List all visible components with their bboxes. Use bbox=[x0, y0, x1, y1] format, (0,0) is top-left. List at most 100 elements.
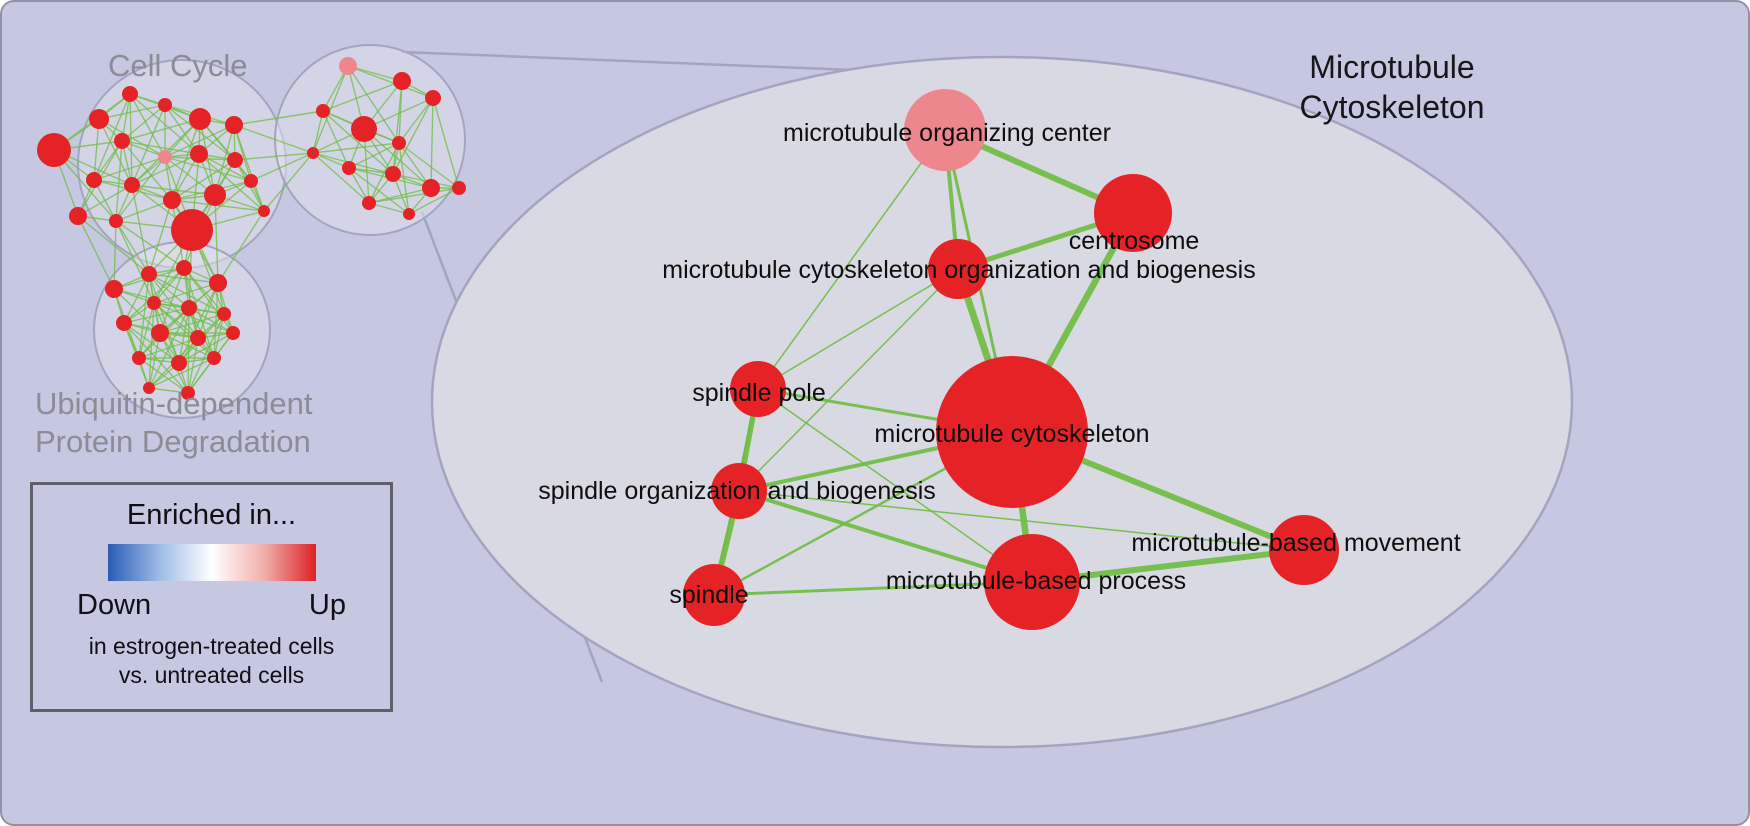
overview-edge bbox=[159, 267, 185, 334]
overview-edge bbox=[430, 97, 434, 189]
overview-edge bbox=[312, 152, 370, 204]
overview-node[interactable] bbox=[452, 181, 466, 195]
microtubule-cluster-title: Microtubule Cytoskeleton bbox=[1247, 47, 1537, 127]
overview-node[interactable] bbox=[171, 355, 187, 371]
overview-edge bbox=[148, 357, 215, 389]
overview-node[interactable] bbox=[351, 116, 377, 142]
overview-node[interactable] bbox=[163, 191, 181, 209]
overview-node[interactable] bbox=[124, 177, 140, 193]
overview-edge bbox=[183, 267, 234, 334]
detail-edge-moc-spindle_pole bbox=[757, 129, 946, 390]
overview-edge bbox=[198, 153, 265, 212]
detail-node-label-spindle: spindle bbox=[669, 581, 748, 609]
overview-edge bbox=[198, 153, 252, 182]
overview-node[interactable] bbox=[147, 296, 161, 310]
overview-edge bbox=[348, 142, 400, 169]
overview-node[interactable] bbox=[122, 86, 138, 102]
detail-node-cytoskeleton[interactable] bbox=[936, 356, 1088, 508]
detail-node-label-movement: microtubule-based movement bbox=[1131, 529, 1460, 557]
legend-scale-row: Down Up bbox=[33, 589, 390, 622]
overview-node[interactable] bbox=[190, 145, 208, 163]
overview-node[interactable] bbox=[339, 57, 357, 75]
overview-edge bbox=[115, 220, 150, 275]
overview-node[interactable] bbox=[132, 351, 146, 365]
overview-node[interactable] bbox=[151, 324, 169, 342]
detail-node-movement[interactable] bbox=[1269, 515, 1339, 585]
overview-node[interactable] bbox=[393, 72, 411, 90]
cell-cycle-cluster-label: Cell Cycle bbox=[108, 48, 248, 84]
overview-node[interactable] bbox=[116, 315, 132, 331]
overview-node[interactable] bbox=[158, 98, 172, 112]
overview-node[interactable] bbox=[143, 382, 155, 394]
overview-node[interactable] bbox=[244, 174, 258, 188]
overview-edge bbox=[368, 187, 460, 204]
detail-node-process[interactable] bbox=[984, 534, 1080, 630]
overview-edge bbox=[312, 142, 400, 154]
overview-node[interactable] bbox=[316, 104, 330, 118]
overview-node[interactable] bbox=[204, 184, 226, 206]
overview-node[interactable] bbox=[158, 150, 172, 164]
overview-edge bbox=[312, 110, 324, 154]
overview-node[interactable] bbox=[109, 214, 123, 228]
overview-node[interactable] bbox=[342, 161, 356, 175]
overview-node[interactable] bbox=[385, 166, 401, 182]
overview-node[interactable] bbox=[226, 326, 240, 340]
overview-edge bbox=[233, 110, 324, 126]
overview-node[interactable] bbox=[105, 280, 123, 298]
overview-node[interactable] bbox=[181, 300, 197, 316]
overview-edge bbox=[153, 282, 219, 304]
overview-node[interactable] bbox=[422, 179, 440, 197]
overview-node[interactable] bbox=[86, 172, 102, 188]
overview-edge bbox=[322, 110, 394, 175]
overview-edge bbox=[263, 152, 314, 212]
legend-caption-line2: vs. untreated cells bbox=[118, 662, 305, 688]
overview-node[interactable] bbox=[425, 90, 441, 106]
overview-node[interactable] bbox=[403, 208, 415, 220]
overview-edge bbox=[123, 273, 150, 324]
overview-node[interactable] bbox=[217, 307, 231, 321]
overview-node[interactable] bbox=[225, 116, 243, 134]
overview-edge bbox=[187, 357, 215, 394]
overview-edge bbox=[213, 313, 225, 359]
overview-node[interactable] bbox=[362, 196, 376, 210]
detail-node-label-spindle_org: spindle organization and biogenesis bbox=[538, 477, 936, 505]
detail-node-centrosome[interactable] bbox=[1094, 174, 1172, 252]
detail-node-spindle[interactable] bbox=[683, 564, 745, 626]
overview-node[interactable] bbox=[209, 274, 227, 292]
overview-node[interactable] bbox=[189, 108, 211, 130]
detail-edge-spindle_pole-process bbox=[757, 388, 1033, 583]
overview-edge bbox=[197, 282, 219, 339]
overview-node[interactable] bbox=[141, 266, 157, 282]
detail-edge-orgbio-spindle_org bbox=[738, 268, 959, 492]
overview-edge bbox=[159, 313, 225, 334]
overview-node[interactable] bbox=[171, 209, 213, 251]
ubiquitin-label-line1: Ubiquitin-dependent bbox=[35, 386, 313, 421]
detail-node-spindle_org[interactable] bbox=[711, 463, 767, 519]
overview-node[interactable] bbox=[37, 133, 71, 167]
overview-edge bbox=[123, 267, 185, 324]
overview-node[interactable] bbox=[190, 330, 206, 346]
overview-edge bbox=[121, 104, 166, 142]
detail-node-orgbio[interactable] bbox=[928, 239, 988, 299]
detail-node-spindle_pole[interactable] bbox=[730, 361, 786, 417]
detail-node-moc[interactable] bbox=[904, 89, 986, 171]
overview-node[interactable] bbox=[181, 386, 195, 400]
overview-node[interactable] bbox=[392, 136, 406, 150]
overview-node[interactable] bbox=[69, 207, 87, 225]
detail-node-label-spindle_pole: spindle pole bbox=[692, 379, 825, 407]
overview-node[interactable] bbox=[307, 147, 319, 159]
overview-node[interactable] bbox=[176, 260, 192, 276]
overview-node[interactable] bbox=[258, 205, 270, 217]
overview-node[interactable] bbox=[114, 133, 130, 149]
overview-edge bbox=[159, 332, 215, 359]
overview-node[interactable] bbox=[227, 152, 243, 168]
overview-edge bbox=[138, 302, 155, 359]
overview-edge bbox=[148, 273, 180, 364]
overview-node[interactable] bbox=[207, 351, 221, 365]
detail-edge-spindle-process bbox=[713, 580, 1033, 597]
overview-node[interactable] bbox=[89, 109, 109, 129]
detail-edge-orgbio-spindle_pole bbox=[757, 268, 959, 390]
overview-edge bbox=[131, 153, 200, 186]
overview-edge bbox=[217, 210, 265, 284]
